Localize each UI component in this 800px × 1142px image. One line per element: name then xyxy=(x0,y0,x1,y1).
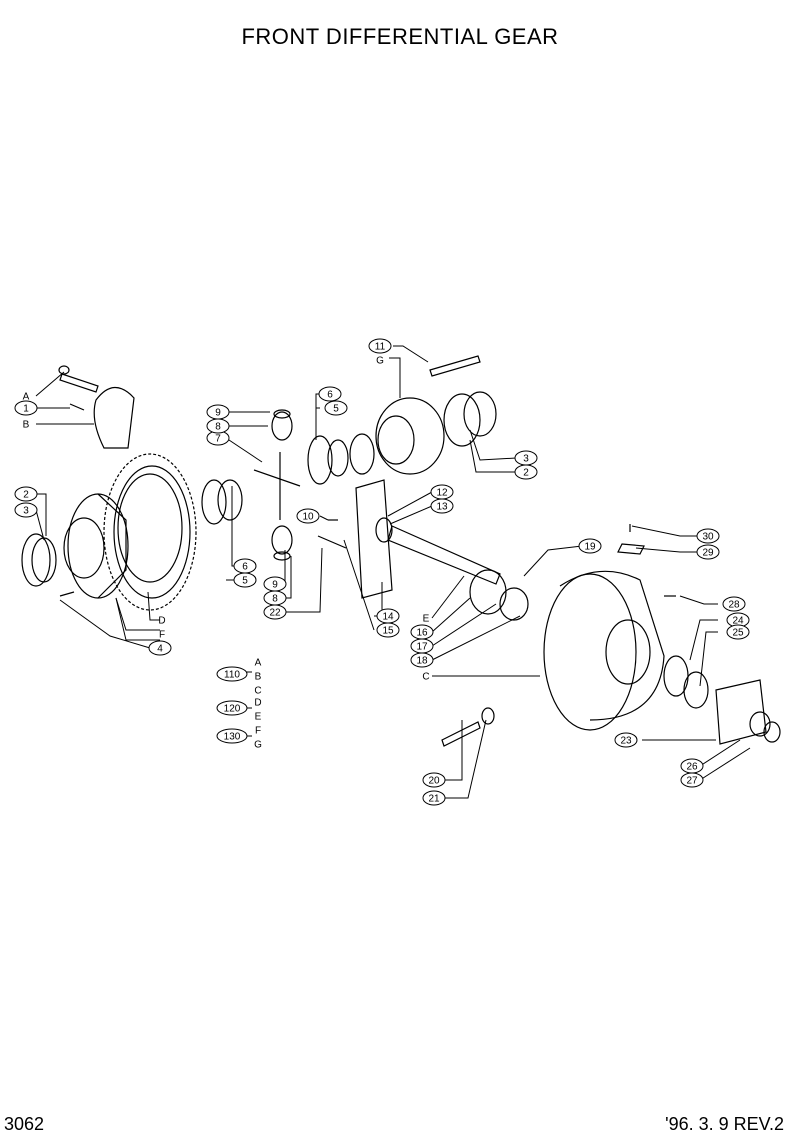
callout-2-circle xyxy=(514,464,538,480)
letter-d: D xyxy=(254,698,261,709)
callout-24-label: 24 xyxy=(732,616,744,627)
callout-27-circle xyxy=(680,772,704,788)
callout-5-label: 5 xyxy=(333,404,339,415)
letter-a: A xyxy=(255,658,262,669)
callout-9-label: 9 xyxy=(272,580,278,591)
letter-c: C xyxy=(254,686,261,697)
letter-c: C xyxy=(422,672,429,683)
letter-e: E xyxy=(255,712,262,723)
callout-6-circle xyxy=(318,386,342,402)
kit-120-circle xyxy=(216,700,248,716)
callout-3-label: 3 xyxy=(23,506,29,517)
kit-110-circle xyxy=(216,666,248,682)
letter-f: F xyxy=(255,726,261,737)
callout-14-label: 14 xyxy=(382,612,394,623)
revision-date: '96. 3. 9 REV.2 xyxy=(665,1114,784,1134)
callout-25-circle xyxy=(726,624,750,640)
callout-5-circle xyxy=(324,400,348,416)
callout-8-label: 8 xyxy=(215,422,221,433)
callout-7-label: 7 xyxy=(215,434,221,445)
callout-8-label: 8 xyxy=(272,594,278,605)
diagram-title: FRONT DIFFERENTIAL GEAR xyxy=(241,24,559,49)
callout-29-label: 29 xyxy=(702,548,714,559)
callout-11-circle xyxy=(368,338,392,354)
callout-11-label: 11 xyxy=(375,342,386,353)
callout-3-label: 3 xyxy=(523,454,529,465)
callout-28-label: 28 xyxy=(728,600,740,611)
callout-20-label: 20 xyxy=(428,776,440,787)
callout-3-circle xyxy=(14,502,38,518)
letter-f: F xyxy=(159,630,165,641)
callout-2-circle xyxy=(14,486,38,502)
callout-2-label: 2 xyxy=(523,468,529,479)
callout-16-label: 16 xyxy=(416,628,428,639)
callout-9-circle xyxy=(263,576,287,592)
callout-12-label: 12 xyxy=(436,488,448,499)
kit-120-label: 120 xyxy=(224,704,241,715)
callout-19-label: 19 xyxy=(584,542,596,553)
callout-30-circle xyxy=(696,528,720,544)
letter-g: G xyxy=(254,740,262,751)
callout-4-circle xyxy=(148,640,172,656)
callout-20-circle xyxy=(422,772,446,788)
callout-18-label: 18 xyxy=(416,656,428,667)
callout-29-circle xyxy=(696,544,720,560)
callout-21-label: 21 xyxy=(428,794,440,805)
letter-e: E xyxy=(423,614,430,625)
callout-9-circle xyxy=(206,404,230,420)
letter-d: D xyxy=(158,616,165,627)
callout-22-label: 22 xyxy=(269,608,281,619)
callout-10-circle xyxy=(296,508,320,524)
kit-110-label: 110 xyxy=(224,670,240,681)
letter-b: B xyxy=(23,420,30,431)
callout-30-label: 30 xyxy=(702,532,714,543)
callout-6-circle xyxy=(233,558,257,574)
callout-15-circle xyxy=(376,622,400,638)
callout-27-label: 27 xyxy=(686,776,698,787)
letter-b: B xyxy=(255,672,262,683)
callout-18-circle xyxy=(410,652,434,668)
callout-25-label: 25 xyxy=(732,628,744,639)
kit-130-circle xyxy=(216,728,248,744)
kit-130-label: 130 xyxy=(224,732,241,743)
callout-6-label: 6 xyxy=(327,390,333,401)
callout-10-label: 10 xyxy=(302,512,314,523)
callout-23-label: 23 xyxy=(620,736,632,747)
callout-22-circle xyxy=(263,604,287,620)
callout-23-circle xyxy=(614,732,638,748)
callout-19-circle xyxy=(578,538,602,554)
letter-g: G xyxy=(376,356,384,367)
callout-4-label: 4 xyxy=(157,644,163,655)
callout-9-label: 9 xyxy=(215,408,221,419)
callout-5-label: 5 xyxy=(242,576,248,587)
callout-21-circle xyxy=(422,790,446,806)
callout-1-label: 1 xyxy=(23,404,29,415)
callout-6-label: 6 xyxy=(242,562,248,573)
callout-2-label: 2 xyxy=(23,490,29,501)
callout-1-circle xyxy=(14,400,38,416)
callout-28-circle xyxy=(722,596,746,612)
callout-17-label: 17 xyxy=(416,642,428,653)
callout-13-label: 13 xyxy=(436,502,448,513)
callout-15-label: 15 xyxy=(382,626,394,637)
page-number: 3062 xyxy=(4,1114,45,1134)
callout-13-circle xyxy=(430,498,454,514)
letter-a: A xyxy=(23,392,30,403)
callout-26-label: 26 xyxy=(686,762,698,773)
